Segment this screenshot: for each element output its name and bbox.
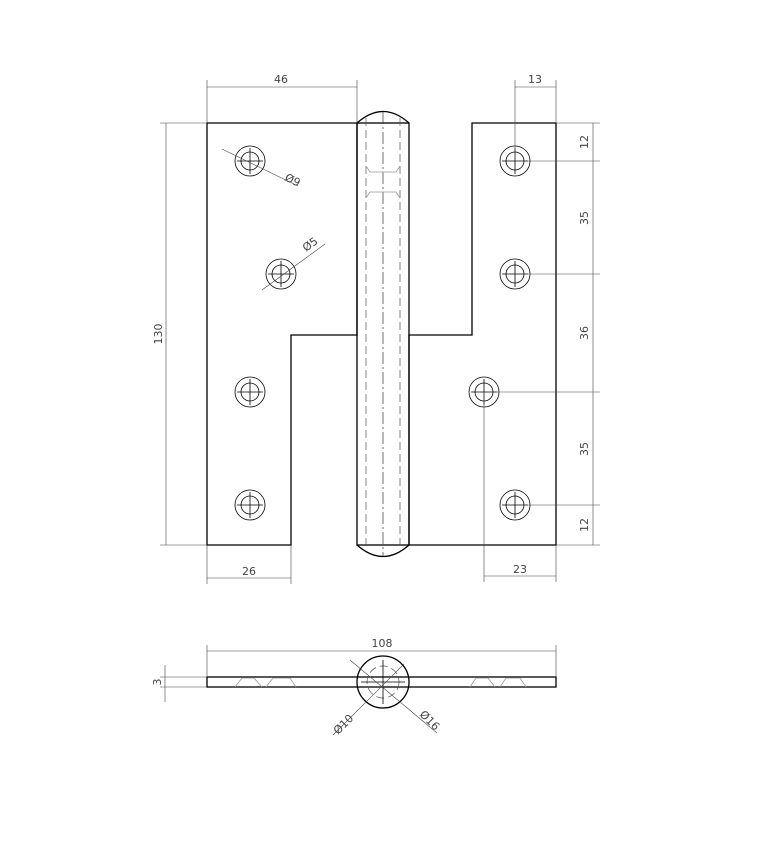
side-view: [160, 645, 557, 736]
dim-dia-5: Ø5: [300, 235, 320, 255]
dim-26: 26: [242, 565, 256, 578]
left-leaf-outline: [206, 122, 358, 546]
screw-hole: [234, 376, 266, 408]
dim-36: 36: [578, 326, 591, 340]
screw-hole: [265, 258, 297, 290]
dim-23: 23: [513, 563, 527, 576]
screw-hole: [234, 489, 266, 521]
dimension-lines: [160, 80, 600, 584]
dim-3: 3: [151, 679, 164, 686]
dim-dia-9: Ø9: [283, 171, 303, 190]
dim-130: 130: [152, 324, 165, 345]
dim-12-bottom: 12: [578, 518, 591, 532]
dim-dia-16: Ø16: [417, 708, 442, 733]
dim-35-a: 35: [578, 211, 591, 225]
screw-holes: [234, 145, 531, 521]
right-leaf-outline: [408, 122, 557, 546]
dim-13: 13: [528, 73, 542, 86]
dim-35-b: 35: [578, 442, 591, 456]
screw-hole: [234, 145, 266, 177]
dim-46: 46: [274, 73, 288, 86]
dim-108: 108: [372, 637, 393, 650]
dim-12-top: 12: [578, 135, 591, 149]
knuckle: [356, 110, 410, 558]
